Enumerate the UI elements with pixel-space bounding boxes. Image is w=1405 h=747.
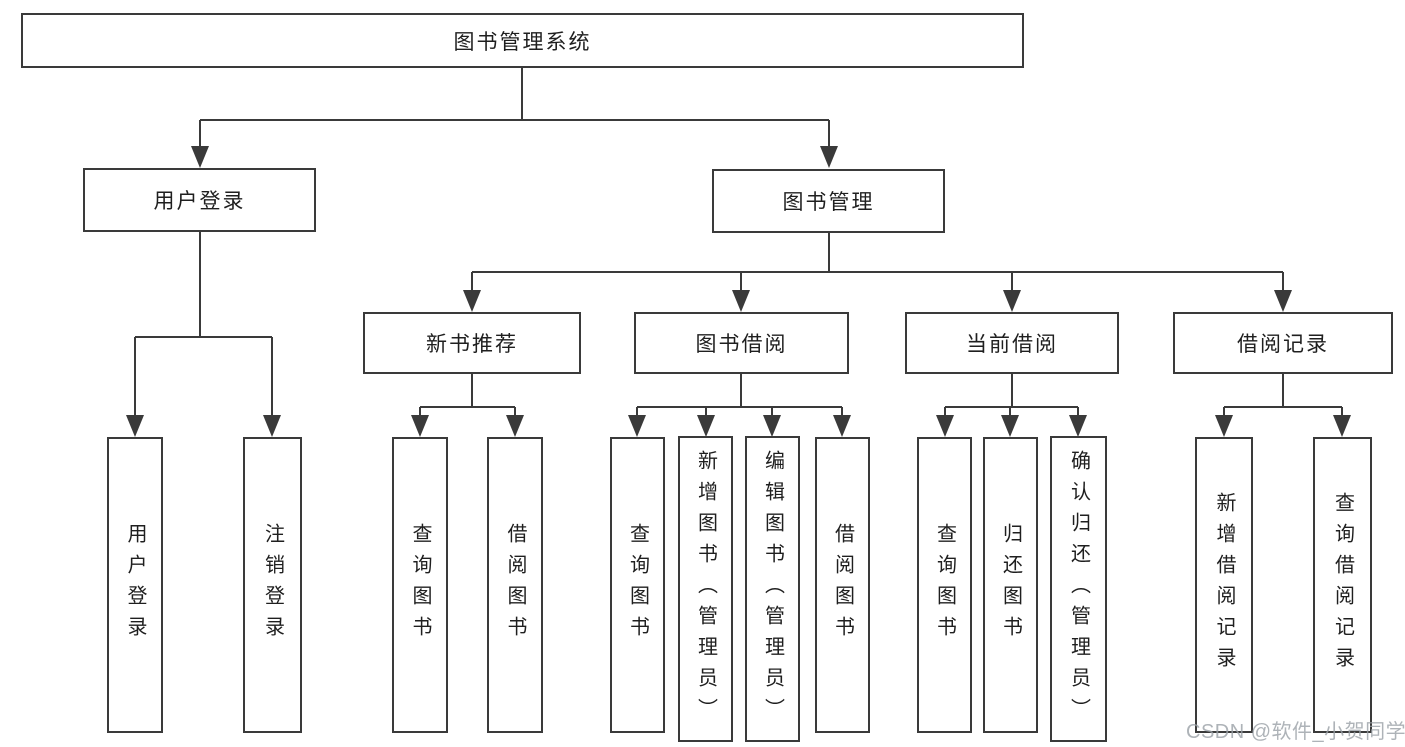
node-user-login-leaf: 用户登录 bbox=[107, 437, 163, 733]
connector-user-login bbox=[134, 232, 273, 418]
node-borrow-records: 借阅记录 bbox=[1173, 312, 1393, 374]
arrow-icon bbox=[1003, 290, 1021, 312]
csdn-watermark: CSDN @软件_小贺同学 bbox=[1186, 721, 1405, 743]
arrow-icon bbox=[732, 290, 750, 312]
connector-book-borrowing bbox=[636, 374, 843, 418]
node-logout: 注销登录 bbox=[243, 437, 302, 733]
node-confirm-return-admin: 确认归还（管理员） bbox=[1050, 436, 1107, 742]
arrow-icon bbox=[411, 415, 429, 437]
connector-book-management bbox=[471, 233, 1284, 293]
node-current-borrowing: 当前借阅 bbox=[905, 312, 1119, 374]
arrow-icon bbox=[936, 415, 954, 437]
connector-borrow-records bbox=[1223, 374, 1343, 418]
arrow-icon bbox=[506, 415, 524, 437]
node-add-book-admin: 新增图书（管理员） bbox=[678, 436, 733, 742]
arrow-icon bbox=[697, 415, 715, 437]
node-root: 图书管理系统 bbox=[21, 13, 1024, 68]
arrow-icon bbox=[833, 415, 851, 437]
node-new-book-recommend: 新书推荐 bbox=[363, 312, 581, 374]
arrow-icon bbox=[820, 146, 838, 168]
node-user-login: 用户登录 bbox=[83, 168, 316, 232]
arrow-icon bbox=[263, 415, 281, 437]
node-recommend-query-books: 查询图书 bbox=[392, 437, 448, 733]
connector-new-book-recommend bbox=[419, 374, 516, 418]
arrow-icon bbox=[463, 290, 481, 312]
node-return-books: 归还图书 bbox=[983, 437, 1038, 733]
node-current-query-books: 查询图书 bbox=[917, 437, 972, 733]
node-borrowing-borrow-books: 借阅图书 bbox=[815, 437, 870, 733]
arrow-icon bbox=[1215, 415, 1233, 437]
connector-root-to-level2 bbox=[199, 67, 830, 150]
node-add-borrow-record: 新增借阅记录 bbox=[1195, 437, 1253, 733]
arrow-icon bbox=[126, 415, 144, 437]
node-borrowing-query-books: 查询图书 bbox=[610, 437, 665, 733]
arrow-icon bbox=[1069, 415, 1087, 437]
arrow-icon bbox=[628, 415, 646, 437]
node-recommend-borrow-books: 借阅图书 bbox=[487, 437, 543, 733]
arrowheads bbox=[126, 146, 1351, 437]
node-book-management: 图书管理 bbox=[712, 169, 945, 233]
connector-stems bbox=[134, 67, 1343, 418]
arrow-icon bbox=[1001, 415, 1019, 437]
connector-current-borrowing bbox=[944, 374, 1079, 418]
node-query-borrow-record: 查询借阅记录 bbox=[1313, 437, 1372, 733]
node-book-borrowing: 图书借阅 bbox=[634, 312, 849, 374]
arrow-icon bbox=[1274, 290, 1292, 312]
arrow-icon bbox=[763, 415, 781, 437]
arrow-icon bbox=[191, 146, 209, 168]
node-edit-book-admin: 编辑图书（管理员） bbox=[745, 436, 800, 742]
arrow-icon bbox=[1333, 415, 1351, 437]
